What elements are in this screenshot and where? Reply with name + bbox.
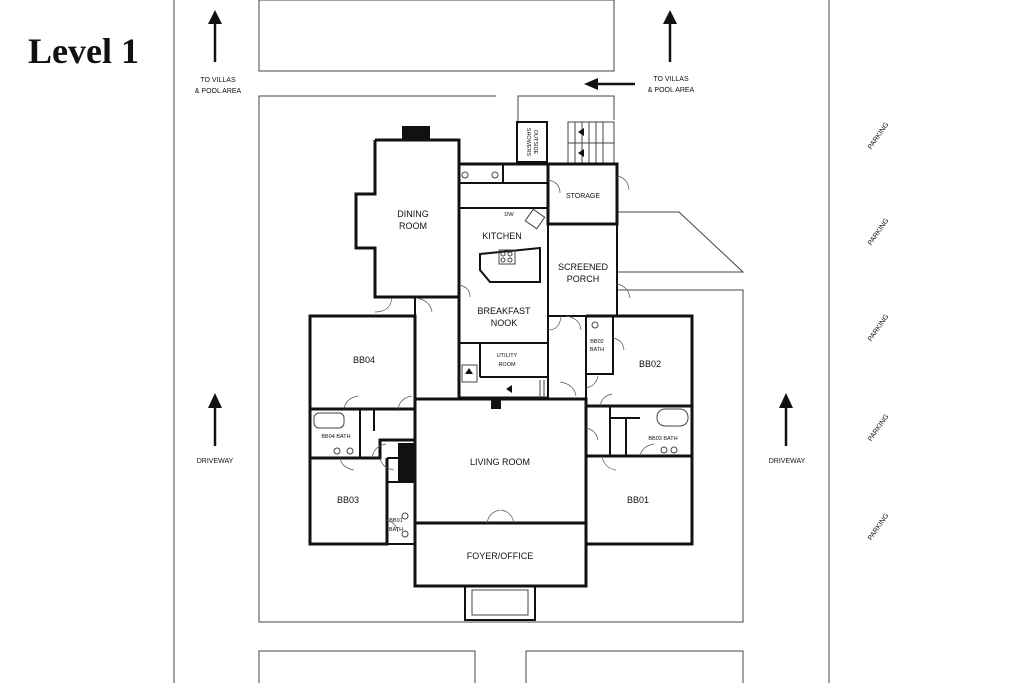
arrow-up-icon [208,393,222,446]
bb02-bath: BB02 BATH [590,339,604,353]
exterior-stairs [567,121,615,165]
breakfast-nook: BREAKFAST NOOK [477,306,531,328]
screened-porch: SCREENED PORCH [558,262,609,284]
dw-label: DW [504,212,514,218]
to-villas-label-left-1: TO VILLAS [200,77,236,84]
outside-showers: OUTSIDE SHOWERS [516,121,548,163]
bb02: BB02 [639,359,661,369]
svg-text:BATH: BATH [389,527,403,533]
site-outlines [173,0,830,683]
bb01: BB01 [627,495,649,505]
house-walls [308,138,694,621]
svg-text:PORCH: PORCH [567,274,600,284]
parking-label-4: PARKING [867,413,891,442]
kitchen: KITCHEN [482,231,522,241]
svg-text:NOOK: NOOK [491,318,518,328]
arrow-up-icon [779,393,793,446]
bb04: BB04 [353,355,375,365]
living-room: LIVING ROOM [470,457,530,467]
parking-label-5: PARKING [867,512,891,541]
svg-text:ROOM: ROOM [399,221,427,231]
svg-text:ROOM: ROOM [498,362,516,368]
level-title: Level 1 [28,31,139,71]
svg-text:SHOWERS: SHOWERS [525,128,531,157]
svg-text:BATH: BATH [590,347,604,353]
foyer-office: FOYER/OFFICE [467,551,534,561]
storage: STORAGE [566,193,600,200]
arrow-left-icon [584,78,635,90]
to-villas-label-right-2: & POOL AREA [648,87,695,94]
door-swings [339,175,655,533]
parking-label-1: PARKING [867,121,891,150]
dining-room: DINING ROOM [397,209,429,231]
interior-stairs [461,364,545,398]
svg-text:SCREENED: SCREENED [558,262,609,272]
to-villas-label-left-2: & POOL AREA [195,88,242,95]
bb01-bath: BB01 BATH [389,518,403,533]
to-villas-label-right-1: TO VILLAS [653,76,689,83]
kitchen-sink [524,208,546,230]
bb04-bath: BB04 BATH [321,434,350,440]
parking-label-3: PARKING [867,313,891,342]
bathroom-fixtures [313,171,689,538]
svg-text:UTILITY: UTILITY [497,353,518,359]
driveway-label-right: DRIVEWAY [769,458,806,465]
bb03-bath: BB03 BATH [648,436,677,442]
arrow-up-icon [663,10,677,62]
parking-label-2: PARKING [867,217,891,246]
chimney [402,126,430,140]
svg-text:DINING: DINING [397,209,429,219]
svg-text:BB01: BB01 [389,518,402,524]
svg-text:OUTSIDE: OUTSIDE [532,130,538,155]
kitchen-island [479,246,541,283]
svg-text:BREAKFAST: BREAKFAST [477,306,531,316]
utility-room: UTILITY ROOM [497,353,518,368]
bb03: BB03 [337,495,359,505]
svg-text:BB02: BB02 [590,339,603,345]
arrow-up-icon [208,10,222,62]
driveway-label-left: DRIVEWAY [197,458,234,465]
